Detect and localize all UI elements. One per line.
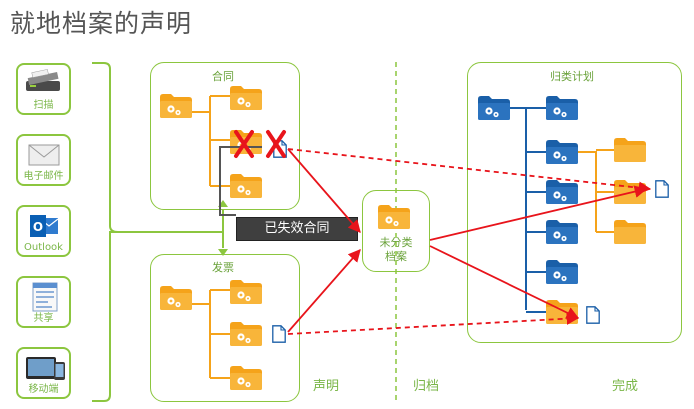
- dashed-contract-to-plan: [287, 148, 652, 195]
- unclassified-title-line2: 档案: [385, 250, 407, 263]
- arrow-unclassified-to-plan-2: [429, 245, 580, 319]
- source-scan: 扫描: [16, 63, 71, 115]
- plan-document-icon-2: [586, 306, 600, 324]
- phase-archive: 归档: [413, 379, 440, 394]
- plan-subfolder-1-icon: [614, 138, 646, 162]
- plan-root-folder-icon: [478, 96, 510, 120]
- shared-document-icon: [32, 282, 58, 312]
- flow-arrows: [287, 148, 652, 335]
- delete-cross-icon-1: [234, 130, 254, 158]
- classification-plan-title: 归类计划: [550, 70, 594, 83]
- source-email-label: 电子邮件: [23, 171, 64, 182]
- plan-folder-2-icon: [546, 140, 578, 164]
- phase-complete: 完成: [612, 379, 639, 394]
- invoices-folder-2-icon: [230, 322, 262, 346]
- scanner-icon: [26, 69, 60, 91]
- source-share-label: 共享: [33, 313, 54, 324]
- plan-folder-5-icon: [546, 260, 578, 284]
- plan-subfolder-3-icon: [614, 220, 646, 244]
- invoices-root-folder-icon: [160, 286, 192, 310]
- arrow-invoice-to-unclassified: [287, 249, 361, 333]
- expired-contracts-label: 已失效合同: [236, 217, 358, 241]
- plan-document-icon-1: [655, 180, 669, 198]
- invoices-tree: [160, 280, 286, 390]
- plan-folder-4-icon: [546, 220, 578, 244]
- invoices-folder-3-icon: [230, 366, 262, 390]
- plan-folder-3-icon: [546, 180, 578, 204]
- contracts-tree: [160, 86, 287, 216]
- source-share: 共享: [16, 276, 71, 328]
- svg-text:O: O: [33, 220, 43, 234]
- source-outlook: O Outlook: [16, 205, 71, 257]
- source-email: 电子邮件: [16, 134, 71, 186]
- envelope-icon: [28, 144, 60, 166]
- source-outlook-label: Outlook: [24, 242, 63, 253]
- contracts-folder-3-icon: [230, 174, 262, 198]
- page-title: 就地档案的声明: [10, 9, 193, 38]
- delete-cross-icon-2: [266, 130, 286, 158]
- invoice-document-icon: [272, 325, 286, 343]
- invoices-folder-1-icon: [230, 280, 262, 304]
- source-scan-label: 扫描: [33, 100, 54, 111]
- invoices-panel-title: 发票: [212, 261, 234, 274]
- dashed-invoice-to-plan: [287, 312, 580, 335]
- plan-tree: [478, 96, 669, 324]
- phase-declare: 声明: [313, 379, 340, 394]
- source-mobile: 移动端: [16, 347, 71, 399]
- unclassified-panel: [362, 190, 430, 272]
- plan-folder-1-icon: [546, 96, 578, 120]
- source-bracket: [92, 62, 119, 402]
- connector-arrow-down: [218, 249, 228, 256]
- arrow-contract-to-unclassified: [287, 148, 361, 233]
- unclassified-folder-icon: [378, 205, 410, 229]
- outlook-icon: O: [30, 215, 59, 237]
- contracts-panel-title: 合同: [212, 70, 234, 83]
- arrow-unclassified-to-plan-1: [429, 185, 648, 241]
- contracts-root-folder-icon: [160, 94, 192, 118]
- mobile-devices-icon: [26, 357, 65, 380]
- contracts-folder-1-icon: [230, 86, 262, 110]
- source-mobile-label: 移动端: [28, 384, 59, 395]
